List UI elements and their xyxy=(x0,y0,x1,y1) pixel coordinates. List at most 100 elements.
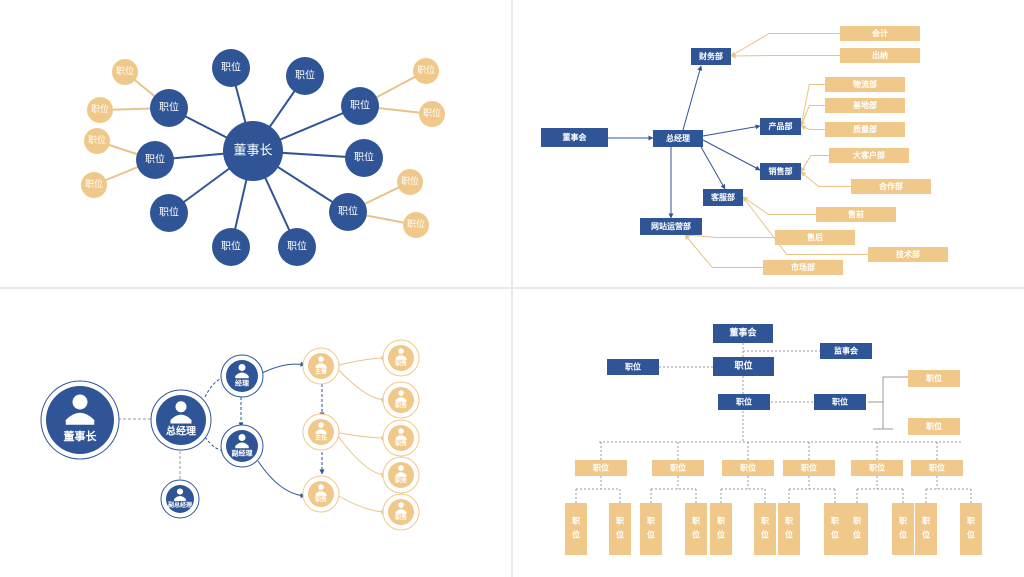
level3-label-top: 职 xyxy=(616,517,624,526)
person-body xyxy=(65,412,95,425)
dept-bigclient-box xyxy=(829,148,909,163)
supervisors-box: 监事会 xyxy=(820,343,872,359)
dept-market-box xyxy=(763,260,843,275)
dept-cashier-label: 出纳 xyxy=(872,50,888,60)
primary-node-3: 职位 xyxy=(212,49,250,87)
level3-box-2-0: 职位 xyxy=(710,503,732,555)
secondary-label: 职位 xyxy=(417,64,435,76)
primary-node-2: 职位 xyxy=(150,194,188,232)
department-org-chart: 董事会总经理财务部产品部销售部客服部网站运营部会计出纳物流部基地部质量部大客户部… xyxy=(513,0,1024,287)
avatar-org-chart: 董事长总经理副总经理经理副经理主管主任职务职务职务职务职务职务 xyxy=(0,289,511,577)
dept-web-box xyxy=(640,218,702,235)
dept-base-label: 基地部 xyxy=(852,100,877,110)
main-position-box-label: 职位 xyxy=(734,360,752,372)
secondary-circle xyxy=(403,212,429,238)
level3-label-bottom: 位 xyxy=(616,530,624,540)
level3-label-top: 职 xyxy=(761,517,769,526)
department-connectors xyxy=(608,33,868,268)
gm-node: 总经理 xyxy=(150,389,212,451)
avatar-nodes: 董事长总经理副总经理经理副经理主管主任职务职务职务职务职务职务 xyxy=(40,339,420,531)
dept-link-accounting xyxy=(730,33,840,57)
dept-gm: 总经理 xyxy=(653,130,703,147)
hierarchy-nodes: 董事会监事会职位职位职位职位职位职位职位职位职位职位职位职位职位职位职位职位职位… xyxy=(565,324,982,555)
dept-link-aftersale xyxy=(684,232,775,238)
leaf-link-4 xyxy=(334,493,387,515)
dept-accounting-label: 会计 xyxy=(872,28,888,38)
primary-circle xyxy=(150,89,188,127)
dept-web: 网站运营部 xyxy=(640,218,702,235)
level2-box-3-box xyxy=(783,460,835,476)
dept-gm-label: 总经理 xyxy=(666,133,690,143)
primary-node-6: 职位 xyxy=(278,228,316,266)
primary-label: 职位 xyxy=(221,61,241,74)
dept-link-presale xyxy=(742,196,816,215)
dept-cashier: 出纳 xyxy=(840,48,920,63)
dept-service: 客服部 xyxy=(703,189,743,206)
chairman-node-label: 董事长 xyxy=(64,429,98,443)
secondary-node-6: 职位 xyxy=(397,169,423,195)
dept-board-label: 董事会 xyxy=(563,132,587,142)
dept-product-label: 产品部 xyxy=(769,121,793,131)
person-head xyxy=(318,356,324,362)
level3-label-bottom: 位 xyxy=(572,530,580,540)
dept-gm-box xyxy=(653,130,703,147)
primary-circle xyxy=(212,228,250,266)
level2-box-5-box xyxy=(911,460,963,476)
level3-rect xyxy=(710,503,732,555)
secondary-node-7: 职位 xyxy=(403,212,429,238)
leaf-node-2: 职务 xyxy=(382,419,420,457)
mid-node-0: 主管 xyxy=(302,347,340,385)
primary-node-1: 职位 xyxy=(136,141,174,179)
primary-label: 职位 xyxy=(159,101,179,114)
person-body xyxy=(170,414,192,424)
person-head xyxy=(398,465,404,471)
dept-tech-box xyxy=(868,247,948,262)
leaf-node-0: 职务 xyxy=(382,339,420,377)
main-position-box: 职位 xyxy=(713,357,774,376)
level3-label-top: 职 xyxy=(853,517,861,526)
person-head xyxy=(176,488,184,495)
tan-right-box-1: 职位 xyxy=(908,370,960,387)
leaf-link-1 xyxy=(334,365,387,403)
dept-cashier-box xyxy=(840,48,920,63)
dept-link-cashier xyxy=(730,53,840,59)
secondary-circle xyxy=(87,97,113,123)
primary-label: 职位 xyxy=(350,99,370,112)
level2-box-3-label: 职位 xyxy=(801,463,817,473)
level3-label-bottom: 位 xyxy=(761,530,769,540)
dept-board: 董事会 xyxy=(541,128,608,147)
level2-box-2-label: 职位 xyxy=(740,463,756,473)
level2-box-0-box xyxy=(575,460,627,476)
level2-box-4: 职位 xyxy=(851,460,903,476)
secondary-label: 职位 xyxy=(401,175,419,187)
dept-finance: 财务部 xyxy=(691,48,731,65)
dept-link-bigclient xyxy=(800,155,829,173)
dept-link-partner xyxy=(800,171,851,187)
manager-node: 经理 xyxy=(220,354,264,398)
level2-box-0-label: 职位 xyxy=(593,463,609,473)
dept-sales-box xyxy=(760,163,801,180)
level3-label-bottom: 位 xyxy=(853,530,861,540)
dept-market: 市场部 xyxy=(763,260,843,275)
department-diagram: 董事会总经理财务部产品部销售部客服部网站运营部会计出纳物流部基地部质量部大客户部… xyxy=(541,26,948,275)
level3-label-bottom: 位 xyxy=(647,530,655,540)
board-box-label: 董事会 xyxy=(729,327,757,339)
dept-arrow-4 xyxy=(700,146,726,190)
dept-partner-label: 合作部 xyxy=(878,181,903,191)
person-body xyxy=(315,491,327,496)
level2-box-4-label: 职位 xyxy=(869,463,885,473)
leaf-node-3-label: 职务 xyxy=(395,477,408,485)
level3-label-top: 职 xyxy=(572,517,580,526)
person-body xyxy=(395,355,407,360)
dept-partner: 合作部 xyxy=(851,179,931,194)
secondary-node-4: 职位 xyxy=(413,58,439,84)
dept-partner-box xyxy=(851,179,931,194)
leaf-link-2 xyxy=(334,431,387,441)
level3-box-0-0: 职位 xyxy=(565,503,587,555)
center-circle xyxy=(223,121,283,181)
mid-node-1: 主任 xyxy=(302,413,340,451)
primary-circle xyxy=(329,193,367,231)
dept-arrow-2 xyxy=(702,124,761,137)
dept-logistics-label: 物流部 xyxy=(853,79,877,89)
dept-aftersale-label: 售后 xyxy=(806,232,823,242)
